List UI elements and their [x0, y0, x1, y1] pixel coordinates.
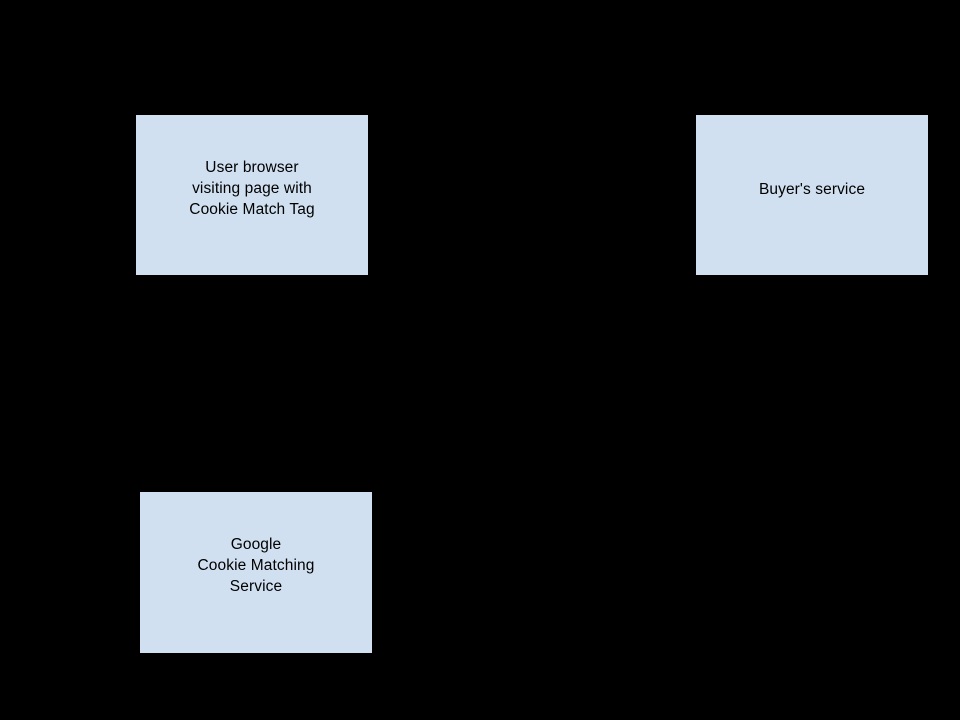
diagram-node-google-cookie-matching[interactable]: Google Cookie Matching Service [140, 492, 372, 653]
diagram-node-label: Google Cookie Matching Service [197, 536, 315, 595]
diagram-node-label: Buyer's service [758, 181, 866, 198]
diagram-node-buyers-service[interactable]: Buyer's service [696, 115, 928, 275]
diagram-node-user-browser[interactable]: User browser visiting page with Cookie M… [136, 115, 368, 275]
diagram-node-label: User browser visiting page with Cookie M… [189, 159, 315, 218]
